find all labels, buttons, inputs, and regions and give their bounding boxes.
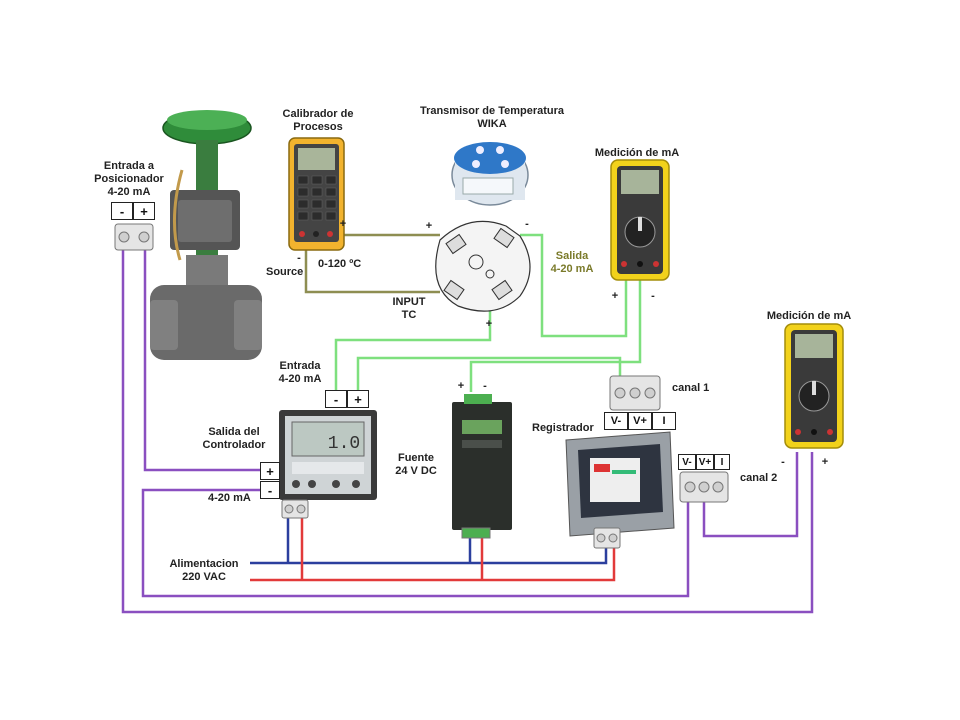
wire-purple-controller-minus [141, 488, 690, 598]
ch1-terminal-vpos: V+ [628, 412, 652, 430]
controller-out-terminal-plus: + [260, 462, 280, 480]
multimeter-1 [610, 159, 670, 281]
wire-olive-cal-neg [304, 250, 440, 294]
positioner-terminal-plus: + [133, 202, 155, 220]
wire-purple-meter2-neg [702, 452, 799, 538]
channel1-label: canal 1 [672, 382, 710, 394]
wire-blue-mains [250, 548, 608, 565]
transmitter-wiring [435, 220, 531, 312]
wires [121, 233, 814, 614]
calibrator-label: Calibrador de Procesos [282, 108, 354, 133]
meter2-pos-mark: + [821, 456, 829, 468]
controller-output-ma-label: 4-20 mA [208, 492, 251, 504]
range-label: 0-120 ºC [318, 258, 362, 270]
psu-pos-mark: + [457, 380, 465, 392]
wire-green-tx-out [520, 233, 628, 338]
calibrator-pos-mark: + [339, 218, 347, 230]
positioner-input-label: Entrada a Posicionador 4-20 mA [94, 160, 164, 198]
recorder-label: Registrador [532, 422, 594, 434]
wire-green-controller-plus [356, 356, 622, 392]
calibrator-neg-mark: - [297, 252, 301, 264]
controller-output-label: Salida del Controlador [202, 426, 266, 451]
terminal-screws [114, 223, 729, 549]
output-label: Salida 4-20 mA [550, 250, 594, 275]
wire-green-tx-plus [334, 300, 492, 392]
psu-neg-mark: - [483, 380, 487, 392]
ch2-terminal-vneg: V- [678, 454, 696, 470]
tx-right-mark: - [525, 218, 529, 230]
controller-out-terminal-minus: - [260, 481, 280, 499]
wire-purple-positioner-plus [143, 250, 262, 472]
wire-red-mains [250, 548, 616, 582]
wire-purple-positioner-minus [121, 250, 814, 614]
source-label: Source [266, 266, 304, 278]
tx-bottom-mark: + [485, 318, 493, 330]
input-tc-label: INPUT TC [392, 296, 426, 321]
ch2-terminal-vpos: V+ [696, 454, 714, 470]
controller-in-terminal-plus: + [347, 390, 369, 408]
controller: 1.0 [279, 410, 377, 500]
recorder [565, 431, 675, 537]
mains-label: Alimentacion 220 VAC [169, 558, 239, 583]
meter1-neg-mark: - [651, 290, 655, 302]
meter1-label: Medición de mA [594, 147, 680, 159]
channel2-label: canal 2 [740, 472, 778, 484]
controller-display: 1.0 [328, 434, 360, 454]
meter1-pos-mark: + [611, 290, 619, 302]
ch2-terminal-i: I [714, 454, 730, 470]
multimeter-2 [784, 323, 844, 449]
controller-input-label: Entrada 4-20 mA [278, 360, 322, 385]
transmitter-head [451, 142, 529, 206]
power-supply [452, 394, 512, 530]
meter2-neg-mark: - [781, 456, 785, 468]
ch1-terminal-i: I [652, 412, 676, 430]
control-valve [150, 110, 262, 360]
tx-left-mark: + [425, 220, 433, 232]
process-calibrator [288, 137, 345, 251]
positioner-terminal-minus: - [111, 202, 133, 220]
transmitter-label: Transmisor de Temperatura WIKA [419, 105, 565, 130]
controller-in-terminal-minus: - [325, 390, 347, 408]
power-supply-label: Fuente 24 V DC [395, 452, 437, 477]
wire-green-psu [469, 280, 642, 392]
ch1-terminal-vneg: V- [604, 412, 628, 430]
meter2-label: Medición de mA [766, 310, 852, 322]
